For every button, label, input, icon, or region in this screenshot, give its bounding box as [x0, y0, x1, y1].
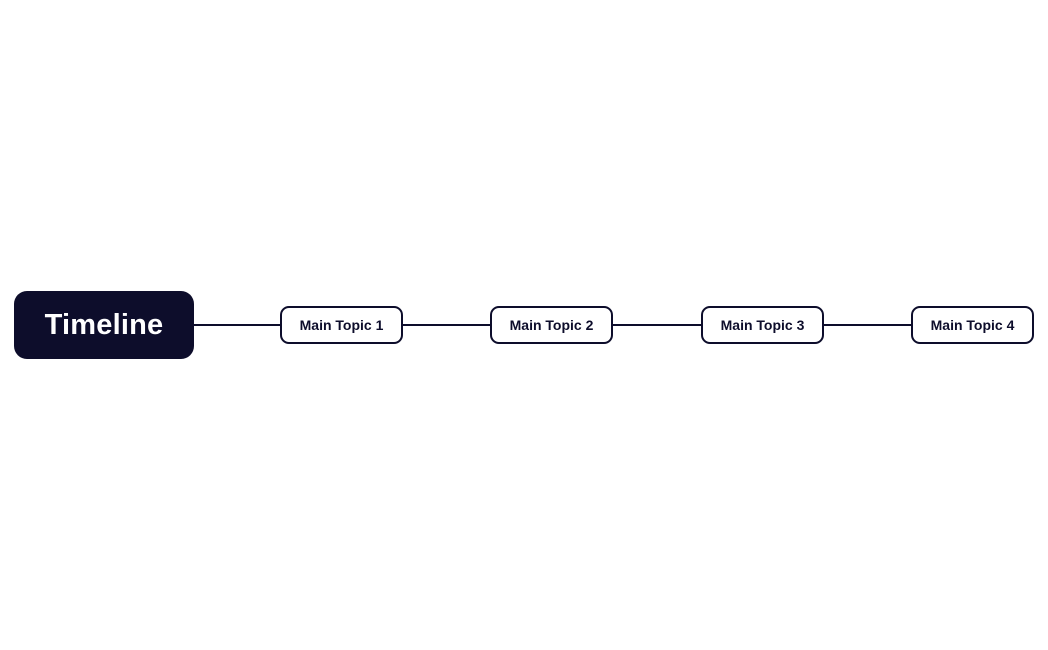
main-topic-4-node[interactable]: Main Topic 4 — [911, 306, 1034, 344]
main-topic-1-node[interactable]: Main Topic 1 — [280, 306, 403, 344]
connector-topic2-topic3 — [612, 324, 702, 326]
main-topic-3-node[interactable]: Main Topic 3 — [701, 306, 824, 344]
main-topic-4-label: Main Topic 4 — [930, 317, 1015, 333]
timeline-root-node[interactable]: Timeline — [14, 291, 194, 359]
main-topic-1-label: Main Topic 1 — [299, 317, 384, 333]
main-topic-2-label: Main Topic 2 — [509, 317, 594, 333]
timeline-root-label: Timeline — [44, 308, 164, 341]
main-topic-2-node[interactable]: Main Topic 2 — [490, 306, 613, 344]
connector-topic3-topic4 — [823, 324, 912, 326]
connector-topic1-topic2 — [402, 324, 491, 326]
connector-root-topic1 — [193, 324, 281, 326]
main-topic-3-label: Main Topic 3 — [720, 317, 805, 333]
